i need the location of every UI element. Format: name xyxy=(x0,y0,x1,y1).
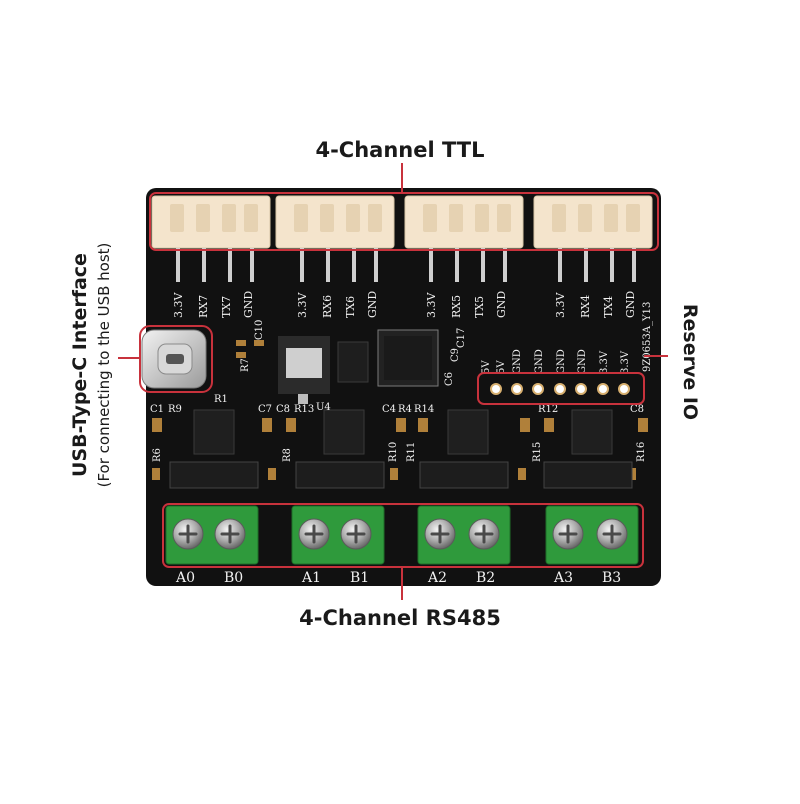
reserve-pin-7: 3.3V xyxy=(599,350,610,374)
ref-r15: R15 xyxy=(532,442,543,462)
ref-r11: R11 xyxy=(406,442,417,462)
reserve-pin-8: 3.3V xyxy=(620,350,631,374)
ttl3-pin2: RX5 xyxy=(450,295,463,318)
ic-chip-2 xyxy=(323,409,365,455)
terminal-b3: B3 xyxy=(602,570,621,586)
reserve-pin-4: GND xyxy=(534,349,545,374)
reserve-callout-box xyxy=(477,372,645,405)
ttl-callout-box xyxy=(149,192,659,251)
ref-r10: R10 xyxy=(388,442,399,462)
reserve-io-header: 5V 5V GND GND GND GND 3.3V 3.3V xyxy=(481,349,631,395)
reserve-pin-pads xyxy=(490,383,630,395)
screw-icon xyxy=(172,518,628,550)
ic-main-chip xyxy=(377,329,439,387)
usb-callout-label: USB-Type-C Interface xyxy=(69,253,91,477)
ttl3-pin3: TX5 xyxy=(473,296,486,318)
ref-r12: R12 xyxy=(538,404,558,415)
ref-r13: R13 xyxy=(294,404,314,415)
ref-c10: C10 xyxy=(254,320,265,340)
ref-c1: C1 xyxy=(150,404,164,415)
ref-c8b: C8 xyxy=(630,404,644,415)
terminal-a2: A2 xyxy=(427,570,447,586)
ref-c6: C6 xyxy=(444,372,455,386)
ttl1-pin4: GND xyxy=(242,291,255,318)
terminal-a3: A3 xyxy=(553,570,573,586)
rs485-terminals xyxy=(165,505,639,565)
reserve-pin-1: 5V xyxy=(481,360,492,374)
ttl1-pin1: 3.3V xyxy=(172,292,185,318)
usb-c-port-icon xyxy=(141,329,207,389)
terminal-b0: B0 xyxy=(224,570,243,586)
rs485-callout-label: 4-Channel RS485 xyxy=(299,606,501,630)
ic-small xyxy=(337,341,369,383)
ttl2-pin3: TX6 xyxy=(344,296,357,318)
ref-c8: C8 xyxy=(276,404,290,415)
ttl-header-group xyxy=(151,195,653,282)
ttl3-pin4: GND xyxy=(495,291,508,318)
ref-r6: R6 xyxy=(152,448,163,462)
board-id-label: 9Z0653A_Y13 xyxy=(642,302,653,372)
ttl3-pin1: 3.3V xyxy=(425,292,438,318)
ref-u4: U4 xyxy=(316,402,331,413)
ttl2-pin1: 3.3V xyxy=(296,292,309,318)
ic-chip-3 xyxy=(447,409,489,455)
reserve-pin-labels: 5V 5V GND GND GND GND 3.3V 3.3V xyxy=(481,349,631,374)
callout-annotations xyxy=(118,163,668,600)
ttl2-pin2: RX6 xyxy=(321,295,334,318)
reserve-pin-6: GND xyxy=(577,349,588,374)
ttl4-pin4: GND xyxy=(624,291,637,318)
smd-components xyxy=(152,340,648,480)
ref-r14: R14 xyxy=(414,404,434,415)
ref-c17: C17 xyxy=(456,328,467,348)
component-labels: C1 R9 C7 C8 R13 C4 R4 R14 R12 C8 R6 R8 R… xyxy=(150,320,647,462)
ttl4-pin3: TX4 xyxy=(602,296,615,318)
ref-r4: R4 xyxy=(398,404,412,415)
ref-r9: R9 xyxy=(168,404,182,415)
diode-rows xyxy=(169,461,633,489)
ttl1-pin2: RX7 xyxy=(197,295,210,318)
terminal-a0: A0 xyxy=(175,570,195,586)
reserve-pin-3: GND xyxy=(512,349,523,374)
ttl-callout-label: 4-Channel TTL xyxy=(315,138,485,162)
ttl4-pin1: 3.3V xyxy=(554,292,567,318)
ref-c7: C7 xyxy=(258,404,272,415)
terminal-b1: B1 xyxy=(350,570,369,586)
ref-c4: C4 xyxy=(382,404,396,415)
ttl2-pin4: GND xyxy=(366,291,379,318)
terminal-a1: A1 xyxy=(301,570,321,586)
ttl4-pin2: RX4 xyxy=(579,295,592,318)
voltage-regulator xyxy=(278,336,330,404)
reserve-callout-label: Reserve IO xyxy=(679,303,701,421)
ic-chip-1 xyxy=(193,409,235,455)
ic-chip-4 xyxy=(571,409,613,455)
reserve-pin-2: 5V xyxy=(496,360,507,374)
ttl-pin-labels: 3.3V RX7 TX7 GND 3.3V RX6 TX6 GND 3.3V R… xyxy=(172,291,653,372)
ref-r1: R1 xyxy=(214,394,228,405)
terminal-b2: B2 xyxy=(476,570,495,586)
ref-c9: C9 xyxy=(450,348,461,362)
ref-r7: R7 xyxy=(240,358,251,372)
ttl1-pin3: TX7 xyxy=(220,296,233,318)
usb-callout-subtitle: (For connecting to the USB host) xyxy=(95,242,113,488)
pcb-board xyxy=(146,188,661,586)
reserve-pin-5: GND xyxy=(556,349,567,374)
ref-r8: R8 xyxy=(282,448,293,462)
ref-r16: R16 xyxy=(636,442,647,462)
terminal-labels: A0 B0 A1 B1 A2 B2 A3 B3 xyxy=(175,570,621,586)
